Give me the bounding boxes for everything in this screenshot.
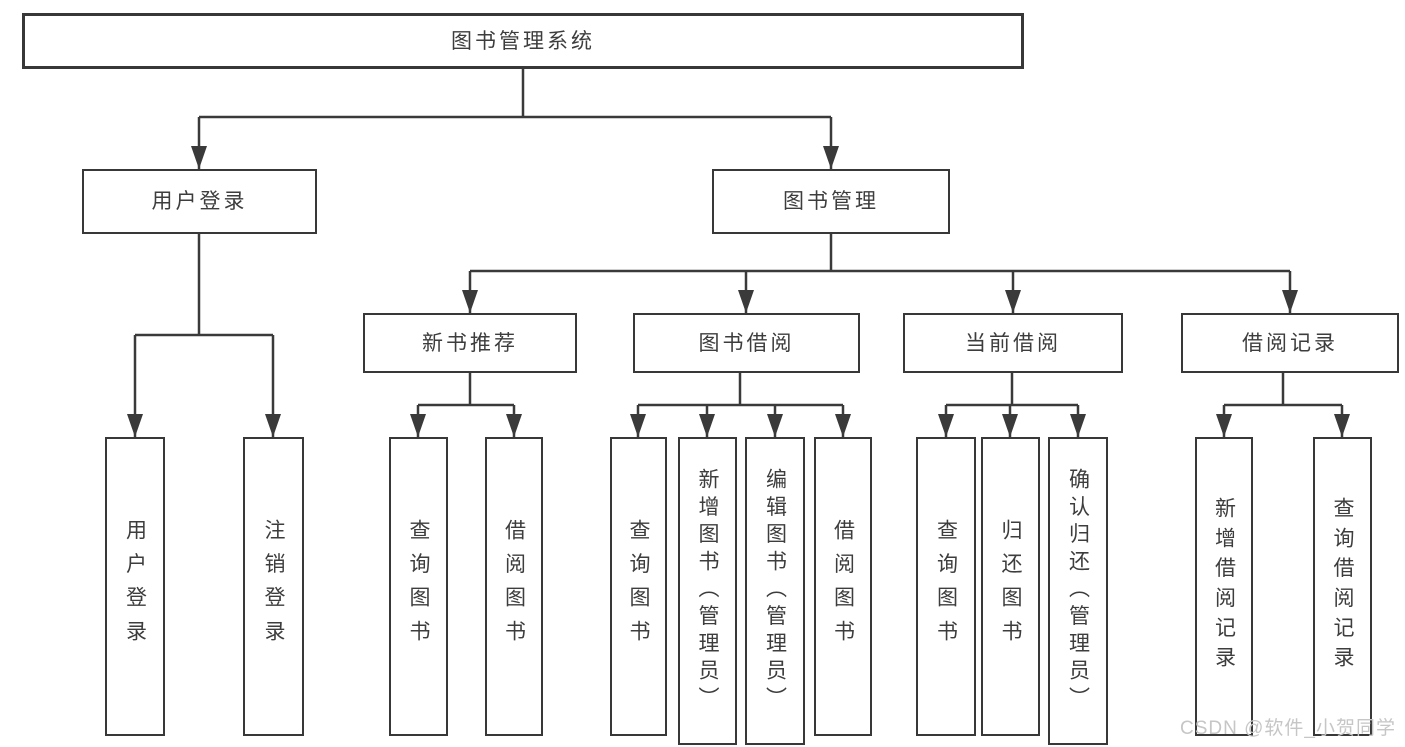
leaf-confirm-return-admin: 确认归还（管理员）: [1048, 437, 1108, 745]
node-library-management-system: 图书管理系统: [22, 13, 1024, 69]
leaf-logout-login: 注销登录: [243, 437, 304, 736]
node-book-borrow: 图书借阅: [633, 313, 860, 373]
node-label: 编辑图书（管理员）: [763, 468, 787, 714]
node-user-login: 用户登录: [82, 169, 317, 234]
leaf-add-borrow-record: 新增借阅记录: [1195, 437, 1253, 736]
node-label: 归还图书: [999, 519, 1022, 654]
connector-root-to-level2: [191, 69, 839, 169]
node-label: 新书推荐: [422, 331, 518, 355]
connector-borrow-record-children: [1216, 373, 1350, 437]
node-label: 图书管理系统: [451, 29, 595, 53]
node-label: 新增借阅记录: [1212, 497, 1236, 676]
connector-current-borrow-children: [938, 373, 1086, 437]
leaf-borrow-book: 借阅图书: [814, 437, 872, 736]
node-label: 借阅图书: [831, 519, 855, 654]
node-label: 查询借阅记录: [1331, 497, 1354, 676]
leaf-return-book: 归还图书: [981, 437, 1040, 736]
node-new-book-recommend: 新书推荐: [363, 313, 577, 373]
node-label: 用户登录: [123, 519, 147, 654]
connector-book-management-to-level3: [462, 234, 1298, 313]
node-borrow-record: 借阅记录: [1181, 313, 1399, 373]
leaf-query-book-recommend: 查询图书: [389, 437, 448, 736]
node-label: 当前借阅: [965, 331, 1061, 355]
node-label: 查询图书: [407, 519, 430, 654]
node-label: 查询图书: [934, 519, 958, 654]
node-current-borrow: 当前借阅: [903, 313, 1123, 373]
connector-user-login-children: [127, 234, 281, 437]
leaf-add-book-admin: 新增图书（管理员）: [678, 437, 737, 745]
connector-new-book-children: [410, 373, 522, 437]
node-label: 查询图书: [627, 519, 650, 654]
node-label: 确认归还（管理员）: [1066, 468, 1090, 714]
leaf-borrow-book-recommend: 借阅图书: [485, 437, 543, 736]
node-label: 用户登录: [151, 190, 248, 213]
node-label: 图书管理: [783, 190, 879, 213]
node-label: 新增图书（管理员）: [696, 468, 719, 714]
node-label: 借阅记录: [1242, 331, 1338, 355]
leaf-user-login: 用户登录: [105, 437, 165, 736]
leaf-query-book-borrow: 查询图书: [610, 437, 667, 736]
leaf-query-book-current: 查询图书: [916, 437, 976, 736]
watermark: CSDN @软件_小贺同学: [1180, 718, 1396, 739]
leaf-query-borrow-record: 查询借阅记录: [1313, 437, 1372, 736]
leaf-edit-book-admin: 编辑图书（管理员）: [745, 437, 805, 745]
node-label: 注销登录: [262, 519, 285, 654]
connector-book-borrow-children: [630, 373, 851, 437]
node-book-management: 图书管理: [712, 169, 950, 234]
node-label: 图书借阅: [698, 331, 795, 355]
node-label: 借阅图书: [502, 519, 526, 654]
